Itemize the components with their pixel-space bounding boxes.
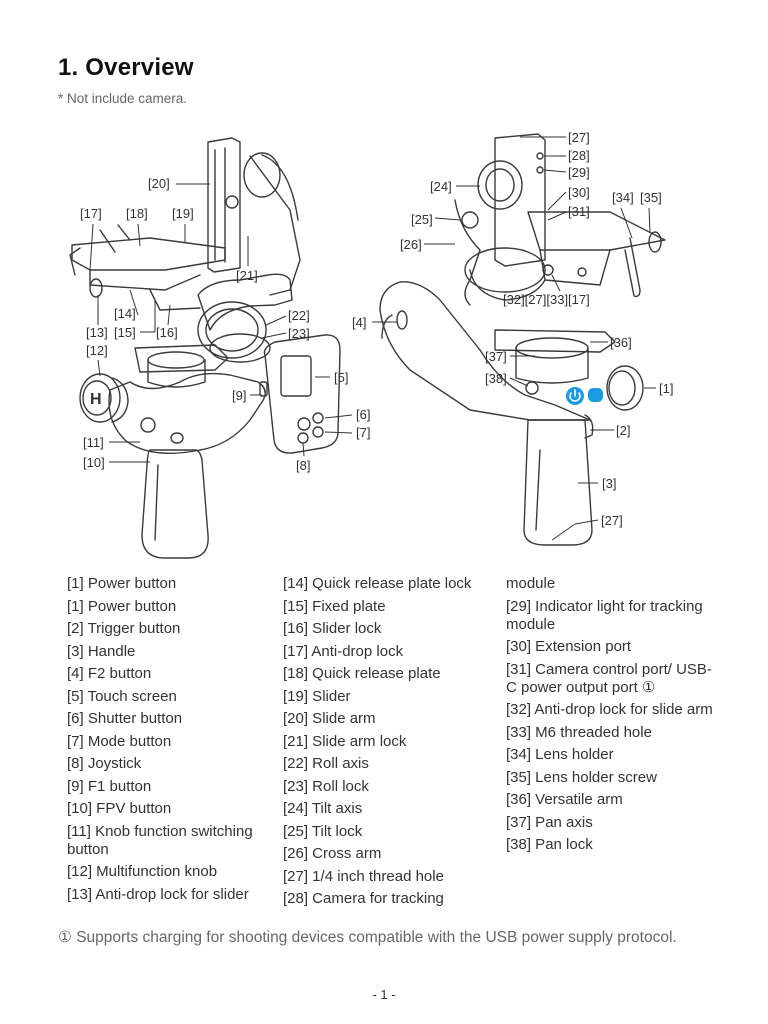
callout-19: [19] <box>172 206 194 221</box>
list-item: [33] M6 threaded hole <box>506 723 652 741</box>
page-title: 1. Overview <box>58 54 194 81</box>
callout-4: [4] <box>352 315 366 330</box>
list-item: [1] Power button <box>67 575 177 592</box>
camera-note: * Not include camera. <box>58 91 188 106</box>
callout-17: [17] <box>80 206 102 221</box>
list-item: [7] Mode button <box>67 732 172 750</box>
callout-3: [3] <box>602 476 616 491</box>
svg-text:H: H <box>90 391 102 408</box>
callout-25: [25] <box>411 212 433 227</box>
list-item: module <box>506 575 556 592</box>
callout-29: [29] <box>568 165 590 180</box>
callout-6: [6] <box>356 407 370 422</box>
list-item: [25] Tilt lock <box>283 822 363 840</box>
callout-27-bottom: [27] <box>601 513 623 528</box>
parts-list-column-1: [1] Power button [1] Power button [2] Tr… <box>67 575 275 908</box>
callout-21: [21] <box>236 268 258 283</box>
callout-37: [37] <box>485 349 507 364</box>
gimbal-illustration: H <box>69 130 673 559</box>
list-item: [18] Quick release plate <box>283 665 441 682</box>
callout-15: [15] <box>114 325 136 340</box>
callout-23: [23] <box>288 326 310 341</box>
callout-30: [30] <box>568 185 590 200</box>
list-item: [24] Tilt axis <box>283 800 363 817</box>
list-item: [23] Roll lock <box>283 777 369 795</box>
list-item: [37] Pan axis <box>506 813 593 831</box>
list-item: [31] Camera control port/ USB-C power ou… <box>506 660 712 696</box>
list-item: [16] Slider lock <box>283 620 382 637</box>
list-item: [20] Slide arm <box>283 710 376 727</box>
callout-12: [12] <box>86 343 108 358</box>
list-item: [32] Anti-drop lock for slide arm <box>506 701 713 718</box>
gimbal-diagram: H <box>0 120 768 570</box>
list-item: [38] Pan lock <box>506 836 593 853</box>
callout-24: [24] <box>430 179 452 194</box>
list-item: [9] F1 button <box>67 777 152 795</box>
callout-26: [26] <box>400 237 422 252</box>
list-item: [13] Anti-drop lock for slider <box>67 885 249 903</box>
list-item: [5] Touch screen <box>67 687 177 705</box>
parts-list-column-3: module [29] Indicator light for tracking… <box>506 575 716 859</box>
list-item: [27] 1/4 inch thread hole <box>283 867 444 885</box>
brand-logo-icon: H <box>90 391 102 408</box>
callout-18: [18] <box>126 206 148 221</box>
page-number: - 1 - <box>372 987 396 1002</box>
list-item: [6] Shutter button <box>67 710 183 727</box>
list-item: [4] F2 button <box>67 665 152 682</box>
callout-32-27-33-17: [32][27][33][17] <box>503 292 590 307</box>
callout-16: [16] <box>156 325 178 340</box>
callout-34: [34] <box>612 190 634 205</box>
list-item: [22] Roll axis <box>283 755 369 772</box>
list-item: [8] Joystick <box>67 755 142 772</box>
callout-8: [8] <box>296 458 310 473</box>
callout-27-top: [27] <box>568 130 590 145</box>
list-item: [28] Camera for tracking <box>283 890 444 907</box>
list-item: [29] Indicator light for tracking module <box>506 597 703 633</box>
callout-2: [2] <box>616 423 630 438</box>
list-item: [26] Cross arm <box>283 845 382 862</box>
callout-38: [38] <box>485 371 507 386</box>
callout-13: [13] <box>86 325 108 340</box>
list-item: [11] Knob function switching button <box>67 822 253 858</box>
list-item: [2] Trigger button <box>67 620 181 637</box>
list-item: [17] Anti-drop lock <box>283 642 404 660</box>
list-item: [1] Power button <box>67 597 177 615</box>
list-item: [12] Multifunction knob <box>67 863 218 880</box>
callout-31: [31] <box>568 204 590 219</box>
callout-1: [1] <box>659 381 673 396</box>
callout-22: [22] <box>288 308 310 323</box>
power-icon <box>566 387 603 405</box>
list-item: [36] Versatile arm <box>506 791 623 808</box>
callout-9: [9] <box>232 388 246 403</box>
list-item: [3] Handle <box>67 642 136 660</box>
list-item: [30] Extension port <box>506 638 632 655</box>
callout-5: [5] <box>334 370 348 385</box>
callout-11: [11] <box>83 435 104 450</box>
callout-14: [14] <box>114 306 136 321</box>
callout-28: [28] <box>568 148 590 163</box>
list-item: [14] Quick release plate lock <box>283 575 472 592</box>
callout-10: [10] <box>83 455 105 470</box>
callout-20: [20] <box>148 176 170 191</box>
callout-35: [35] <box>640 190 662 205</box>
callout-7: [7] <box>356 425 370 440</box>
footnote: ① Supports charging for shooting devices… <box>58 929 677 946</box>
list-item: [15] Fixed plate <box>283 597 386 615</box>
list-item: [19] Slider <box>283 687 351 705</box>
list-item: [21] Slide arm lock <box>283 732 407 750</box>
list-item: [34] Lens holder <box>506 746 614 763</box>
callout-36: [36] <box>610 335 632 350</box>
list-item: [10] FPV button <box>67 800 172 817</box>
parts-list-column-2: [14] Quick release plate lock [15] Fixed… <box>283 575 495 913</box>
list-item: [35] Lens holder screw <box>506 768 657 786</box>
